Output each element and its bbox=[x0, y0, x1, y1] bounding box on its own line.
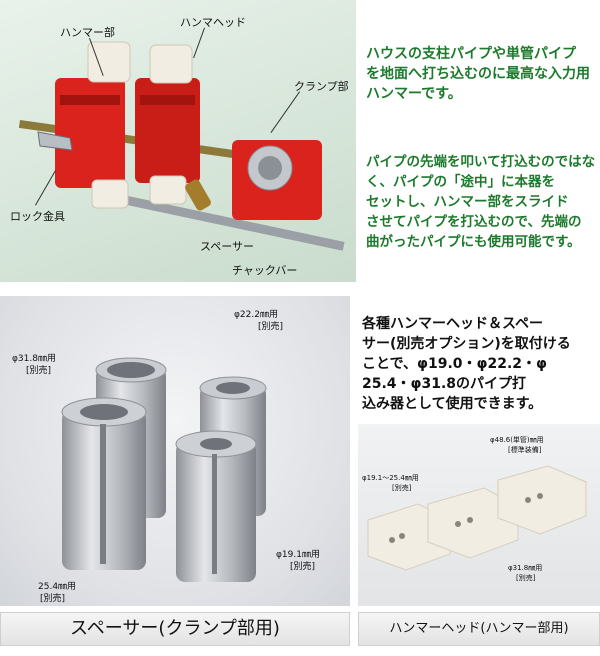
label-spacer-222-sub: [別売] bbox=[258, 322, 284, 332]
label-spacer-318: φ31.8㎜用 bbox=[12, 354, 56, 364]
label-head-191: φ19.1～25.4㎜用 bbox=[362, 474, 419, 482]
lock-fitting bbox=[37, 131, 73, 151]
hammer-block-right bbox=[135, 78, 200, 183]
label-hammer-part: ハンマー部 bbox=[60, 26, 115, 39]
label-spacer: スペーサー bbox=[200, 240, 255, 253]
spacer-cylinders bbox=[61, 357, 267, 582]
label-spacer-318-sub: [別売] bbox=[26, 366, 52, 376]
label-chuck-bar: チャックバー bbox=[232, 264, 298, 277]
clamp-knob bbox=[185, 179, 211, 211]
label-spacer-191: φ19.1㎜用 bbox=[276, 550, 320, 560]
label-head-486: φ48.6(単管)㎜用 bbox=[490, 436, 544, 444]
usage-text: パイプの先端を叩いて打込むのではな く、パイプの「途中」に本器を セットし、ハン… bbox=[366, 154, 596, 250]
hammer-head-bottom-left bbox=[91, 179, 129, 209]
spacer-caption: スペーサー(クランプ部用) bbox=[0, 612, 350, 646]
hammer-head-blocks bbox=[367, 465, 587, 571]
hammer-head-caption: ハンマーヘッド(ハンマー部用) bbox=[358, 612, 600, 646]
hammer-head-top-right bbox=[149, 44, 193, 84]
label-head-486-sub: [標準装備] bbox=[508, 446, 542, 454]
label-hammer-head: ハンマヘッド bbox=[180, 16, 246, 29]
hammer-head-photo: φ48.6(単管)㎜用 [標準装備] φ19.1～25.4㎜用 [別売] φ31… bbox=[358, 424, 600, 606]
hammer-head-top-left bbox=[87, 41, 131, 83]
label-spacer-222: φ22.2㎜用 bbox=[234, 310, 278, 320]
label-spacer-191-sub: [別売] bbox=[290, 562, 316, 572]
label-head-318: φ31.8㎜用 bbox=[508, 564, 543, 572]
spacer-photo: φ22.2㎜用 [別売] φ31.8㎜用 [別売] φ19.1㎜用 [別売] 2… bbox=[0, 296, 350, 606]
label-lock-fitting: ロック金具 bbox=[10, 210, 65, 223]
option-text: 各種ハンマーヘッド＆スペー サー(別売オプション)を取付ける ことで、φ19.0… bbox=[362, 316, 571, 412]
label-spacer-254-sub: [別売] bbox=[40, 594, 66, 604]
hammer-head-318 bbox=[427, 487, 519, 559]
label-spacer-254: 25.4㎜用 bbox=[38, 582, 77, 592]
label-clamp-part: クランプ部 bbox=[294, 80, 349, 93]
intro-text: ハウスの支柱パイプや単管パイプ を地面へ打ち込むのに最高な入力用 ハンマーです。 bbox=[366, 46, 590, 102]
label-head-191-sub: [別売] bbox=[392, 484, 412, 492]
hammer-block-left bbox=[55, 78, 125, 188]
hammer-head-bottom-right bbox=[149, 175, 187, 205]
hammer-tool-illustration bbox=[18, 41, 345, 251]
hammer-head-486 bbox=[497, 465, 587, 535]
product-photo: ハンマー部 ハンマヘッド クランプ部 ロック金具 スペーサー チャックバー bbox=[0, 0, 356, 282]
label-head-318-sub: [別売] bbox=[516, 574, 536, 582]
chuck-bar bbox=[98, 190, 345, 251]
